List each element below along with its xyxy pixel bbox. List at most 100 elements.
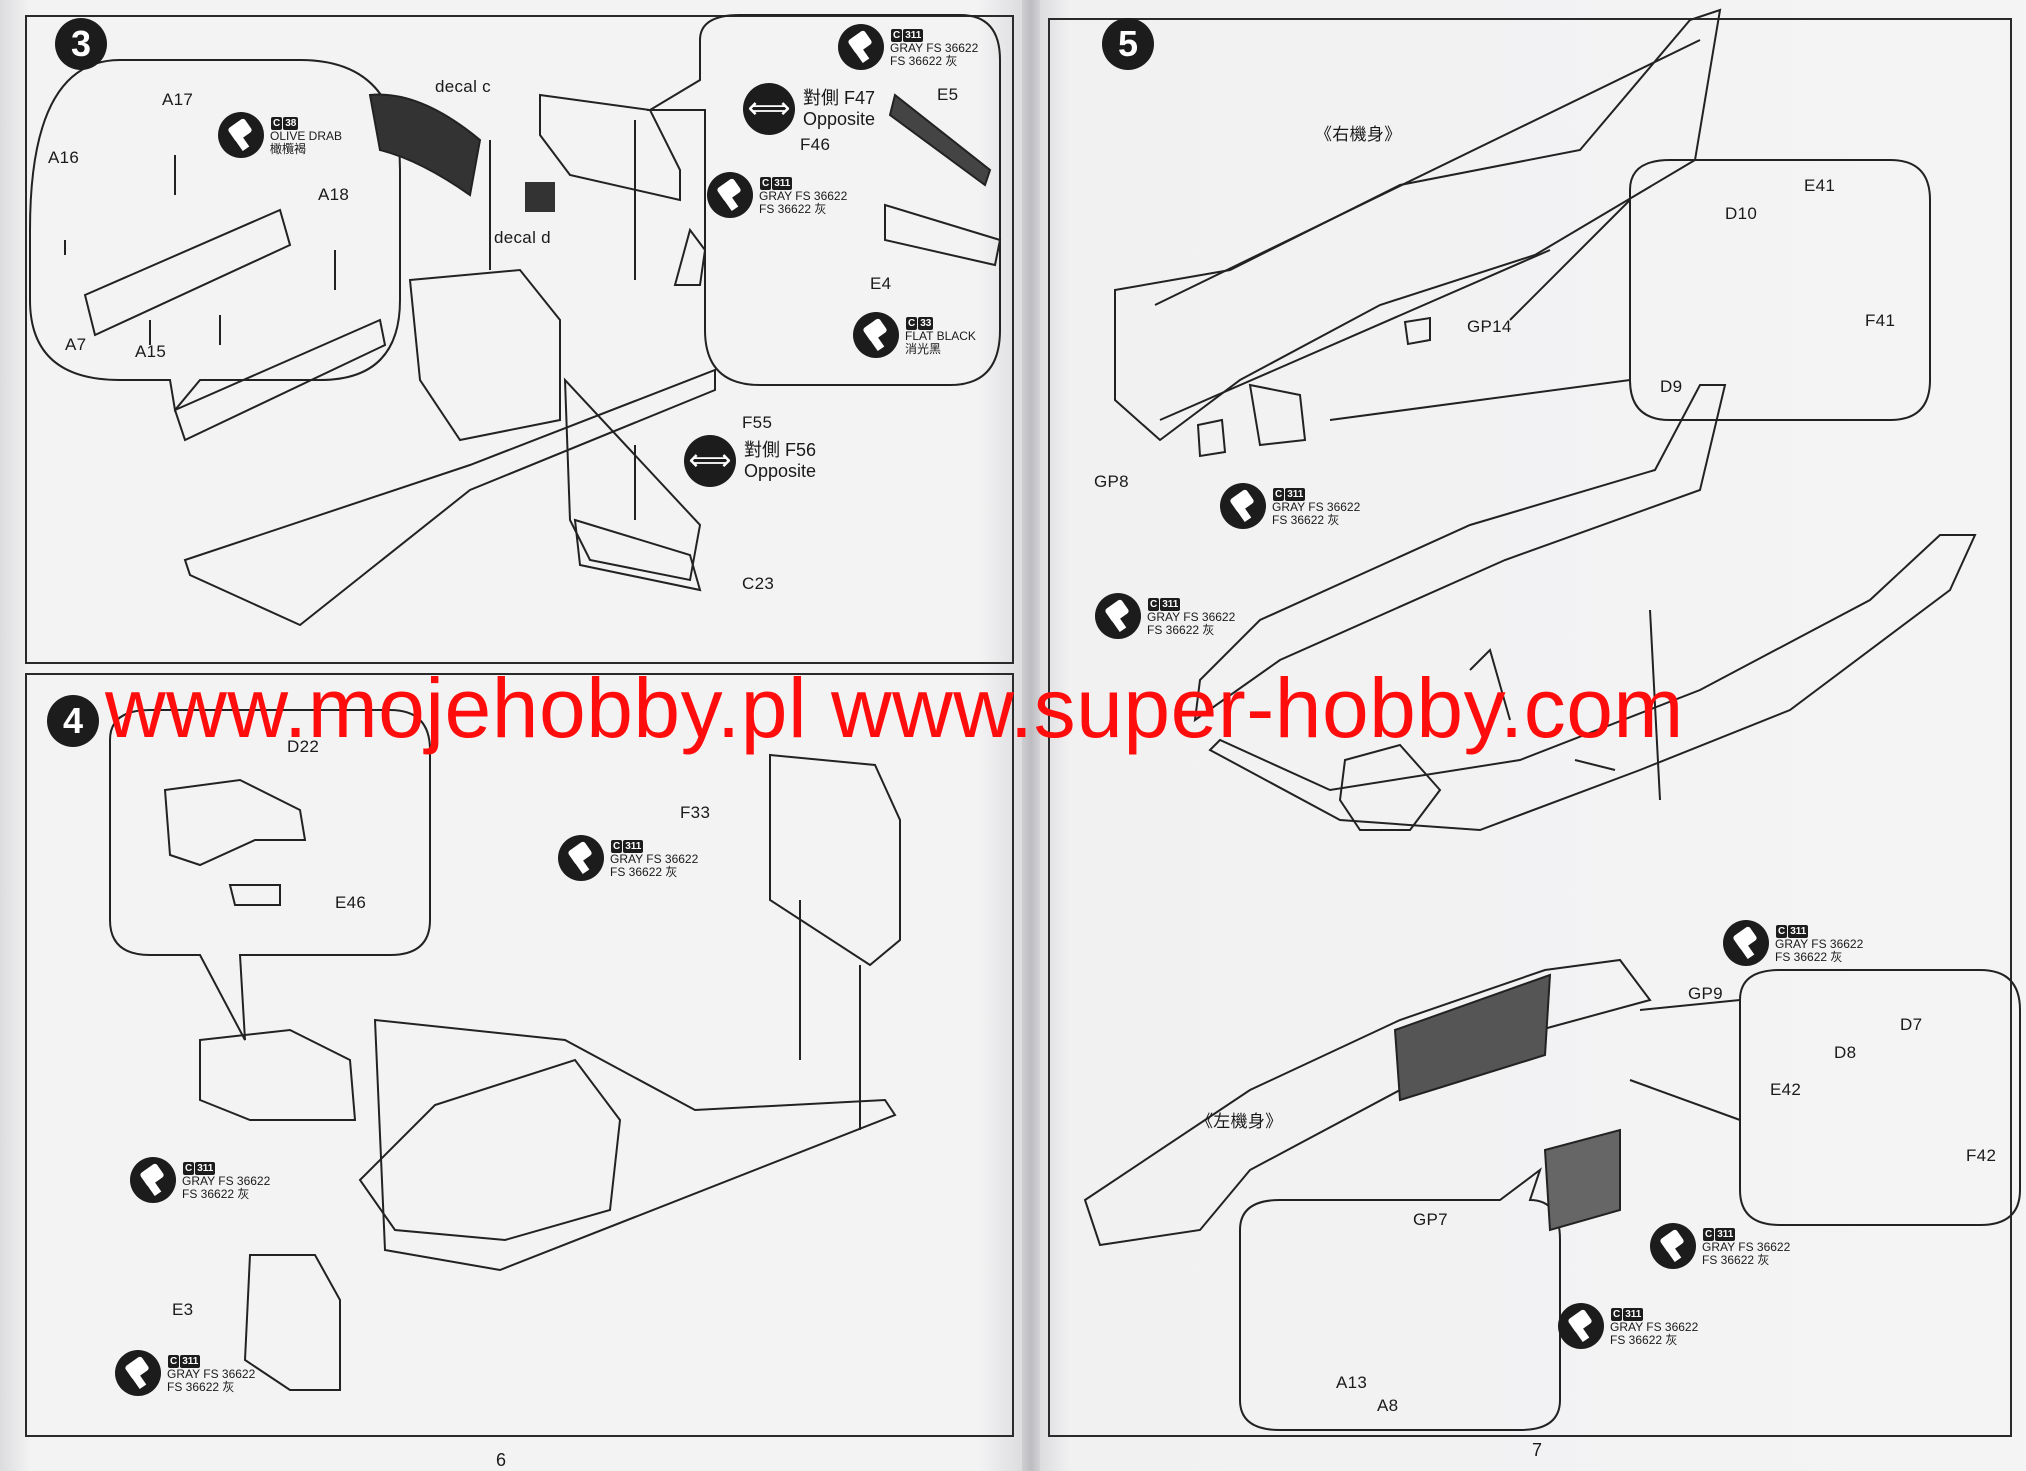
label-gp9: GP9 xyxy=(1688,984,1723,1003)
mid-cockpit-front xyxy=(1338,743,1442,831)
callout-bubble-d10 xyxy=(1629,159,1931,421)
paint-brush-icon xyxy=(1723,920,1769,966)
part-e5 xyxy=(888,93,992,187)
step4-floor xyxy=(373,1018,897,1272)
paint-num: 311 xyxy=(195,1161,216,1175)
paint-code: C xyxy=(1148,597,1160,611)
part-e4 xyxy=(884,203,1002,267)
paint-line1: GRAY FS 36622 xyxy=(1272,499,1361,514)
decal-d-shape xyxy=(525,182,555,212)
step-4-panel xyxy=(25,673,1014,1437)
paint-brush-icon xyxy=(707,172,753,218)
paint-code: C xyxy=(891,28,903,42)
paint-code: C xyxy=(1703,1227,1715,1241)
cockpit-seats xyxy=(408,268,561,442)
step-4-number: 4 xyxy=(47,695,99,747)
step-3-panel xyxy=(25,15,1014,664)
step-3-number: 3 xyxy=(55,18,107,70)
label-a18: A18 xyxy=(318,185,350,204)
label-d22: D22 xyxy=(287,737,320,756)
step4-bulkhead xyxy=(199,1028,357,1121)
paint-line2: FS 36622 灰 xyxy=(1610,1332,1678,1347)
label-a13: A13 xyxy=(1336,1373,1368,1392)
left-fuselage xyxy=(1083,958,1652,1247)
paint-line2: FS 36622 灰 xyxy=(610,864,678,879)
label-a8: A8 xyxy=(1377,1396,1399,1415)
opposite-line1: 對側 F47 xyxy=(803,88,876,108)
label-gp8: GP8 xyxy=(1094,472,1129,491)
label-f42: F42 xyxy=(1966,1146,1997,1165)
paint-code: C xyxy=(1776,924,1788,938)
label-f41: F41 xyxy=(1865,311,1896,330)
label-a17: A17 xyxy=(162,90,194,109)
paint-line2: FS 36622 灰 xyxy=(182,1186,250,1201)
paint-brush-icon xyxy=(1650,1223,1696,1269)
paint-line2: FS 36622 灰 xyxy=(1272,512,1340,527)
paint-line1: GRAY FS 36622 xyxy=(167,1366,256,1381)
label-e42: E42 xyxy=(1770,1080,1802,1099)
label-decal-d: decal d xyxy=(494,228,551,247)
paint-brush-icon xyxy=(1095,593,1141,639)
label-d8: D8 xyxy=(1834,1043,1857,1062)
label-e41: E41 xyxy=(1804,176,1836,195)
paint-brush-icon xyxy=(218,112,264,158)
paint-line1: GRAY FS 36622 xyxy=(759,188,848,203)
gp14-part xyxy=(1403,316,1431,346)
paint-num: 311 xyxy=(1788,924,1809,938)
label-e4: E4 xyxy=(870,274,892,293)
step4-seat-bucket xyxy=(358,1058,622,1242)
floor-rail-a xyxy=(83,208,292,337)
paint-code: C xyxy=(183,1161,195,1175)
label-right-fuselage: 《右機身》 xyxy=(1315,125,1402,144)
left-fuselage-panel xyxy=(1393,973,1552,1102)
callout-bubble-gp7 xyxy=(1239,1167,1561,1431)
label-f46: F46 xyxy=(800,135,831,154)
part-e3 xyxy=(243,1254,341,1391)
label-e3: E3 xyxy=(172,1300,194,1319)
left-page xyxy=(0,0,1030,1471)
book-gutter xyxy=(1022,0,1040,1471)
paint-code: C xyxy=(271,116,283,130)
part-f33 xyxy=(769,753,901,967)
label-a15: A15 xyxy=(135,342,167,361)
paint-line1: GRAY FS 36622 xyxy=(1610,1319,1699,1334)
double-arrow-icon: ⟺ xyxy=(743,83,795,135)
paint-line2: 消光黑 xyxy=(905,341,942,356)
gp8-part xyxy=(1196,418,1227,458)
label-e5: E5 xyxy=(937,85,959,104)
opposite-line2: Opposite xyxy=(744,461,817,481)
paint-num: 311 xyxy=(1285,487,1306,501)
paint-num: 311 xyxy=(1160,597,1181,611)
paint-brush-icon xyxy=(838,24,884,70)
part-door xyxy=(1543,1128,1621,1232)
callout-bubble-panel xyxy=(646,14,1001,386)
paint-code: C xyxy=(168,1354,180,1368)
instrument-panel xyxy=(539,93,681,202)
paint-code: C xyxy=(1611,1307,1623,1321)
label-gp7: GP7 xyxy=(1413,1210,1448,1229)
paint-line1: GRAY FS 36622 xyxy=(610,851,699,866)
floor-rail-b xyxy=(173,318,387,442)
label-d9: D9 xyxy=(1660,377,1683,396)
label-d10: D10 xyxy=(1725,204,1758,223)
paint-brush-icon xyxy=(130,1157,176,1203)
page-number-right: 7 xyxy=(1532,1440,1543,1460)
label-left-fuselage: 《左機身》 xyxy=(1196,1112,1283,1131)
paint-code: C xyxy=(1273,487,1285,501)
decal-c-shape xyxy=(368,93,482,197)
paint-line1: FLAT BLACK xyxy=(905,328,976,343)
label-a7: A7 xyxy=(65,335,87,354)
paint-line2: FS 36622 灰 xyxy=(890,53,958,68)
callout-bubble-d8 xyxy=(1739,969,2021,1226)
